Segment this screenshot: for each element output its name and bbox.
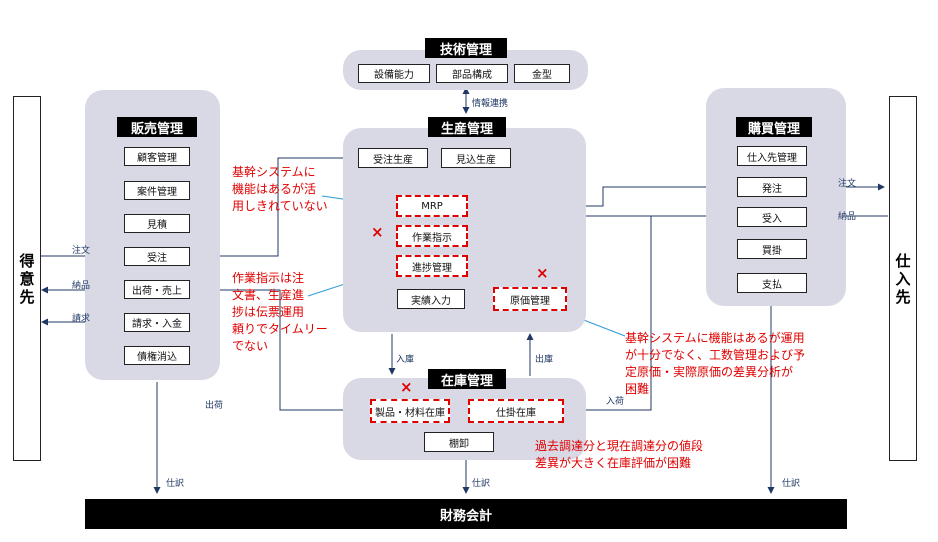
customer-side-box: 得 意 先: [13, 96, 41, 461]
journal-label-sales: 仕訳: [166, 479, 185, 489]
receiving-label: 入庫: [396, 355, 415, 365]
prod-mrp[interactable]: MRP: [396, 195, 468, 217]
note-work-order-line-2: 文書、生産進: [232, 288, 305, 302]
tech-item-equipment[interactable]: 設備能力: [358, 64, 430, 83]
info-link-label: 情報連携: [472, 99, 509, 109]
note-cost-line-3: 定原価・実際原価の差異分析が: [625, 365, 794, 379]
x-mark-inventory: ×: [400, 378, 413, 396]
purchase-panel-title: 購買管理: [736, 117, 812, 137]
tech-item-parts[interactable]: 部品構成: [436, 64, 508, 83]
finance-title: 財務会計: [439, 508, 492, 524]
receiving2-label: 入荷: [606, 397, 625, 407]
note-work-order-line-5: でない: [232, 339, 269, 353]
purchase-item-order[interactable]: 発注: [737, 177, 807, 197]
customer-char-1: 得: [19, 251, 35, 270]
delivery-out-label: 納品: [72, 281, 91, 291]
note-cost-line-2: が十分でなく、工数管理および予: [625, 348, 806, 362]
order-out-label: 注文: [838, 179, 857, 189]
customer-char-2: 意: [19, 269, 35, 288]
prod-forecast-production[interactable]: 見込生産: [441, 148, 511, 168]
inventory-panel-title: 在庫管理: [428, 369, 506, 389]
note-mrp-line-2: 機能はあるが活: [232, 182, 317, 196]
purchase-item-payment[interactable]: 支払: [737, 273, 807, 293]
inv-wip[interactable]: 仕掛在庫: [468, 399, 564, 423]
issuing-label: 出庫: [535, 355, 554, 365]
note-cost-line-1: 基幹システムに機能はあるが運用: [625, 331, 805, 345]
note-cost: 基幹システムに機能はあるが運用 が十分でなく、工数管理および予 定原価・実際原価…: [625, 330, 805, 398]
shipping-label: 出荷: [205, 401, 224, 411]
sales-item-customer[interactable]: 顧客管理: [124, 147, 190, 166]
prod-actual-input[interactable]: 実績入力: [397, 289, 465, 309]
supplier-char-1: 仕: [895, 251, 911, 270]
inv-stocktake[interactable]: 棚卸: [424, 432, 494, 452]
prod-work-order[interactable]: 作業指示: [396, 225, 468, 247]
journal-label-inventory: 仕訳: [472, 479, 491, 489]
note-inventory: 過去調達分と現在調達分の値段 差異が大きく在庫評価が困難: [535, 438, 703, 472]
prod-progress[interactable]: 進捗管理: [396, 255, 468, 277]
inv-products-materials[interactable]: 製品・材料在庫: [370, 399, 450, 423]
purchase-item-receive[interactable]: 受入: [737, 207, 807, 227]
note-mrp: 基幹システムに 機能はあるが活 用しきれていない: [232, 164, 328, 215]
x-mark-cost: ×: [536, 264, 549, 282]
note-work-order-line-1: 作業指示は注: [232, 271, 305, 285]
note-work-order: 作業指示は注 文書、生産進 捗は伝票運用 頼りでタイムリー でない: [232, 270, 328, 355]
prod-cost-management[interactable]: 原価管理: [493, 287, 567, 311]
prod-order-production[interactable]: 受注生産: [358, 148, 428, 168]
note-work-order-line-3: 捗は伝票運用: [232, 305, 305, 319]
sales-item-case[interactable]: 案件管理: [124, 181, 190, 200]
production-panel-title: 生産管理: [428, 117, 506, 137]
note-mrp-line-3: 用しきれていない: [232, 199, 328, 213]
supplier-char-3: 先: [895, 287, 911, 306]
sales-item-billing[interactable]: 請求・入金: [124, 313, 190, 332]
note-inventory-line-2: 差異が大きく在庫評価が困難: [535, 456, 692, 470]
purchase-item-supplier[interactable]: 仕入先管理: [737, 146, 807, 166]
sales-panel-title: 販売管理: [117, 117, 197, 137]
supplier-side-box: 仕 入 先: [889, 96, 917, 461]
x-mark-work-order: ×: [371, 223, 384, 241]
customer-char-3: 先: [19, 287, 35, 306]
supplier-char-2: 入: [895, 269, 911, 288]
delivery-in-label: 納品: [838, 212, 857, 222]
sales-item-receivable[interactable]: 債権消込: [124, 346, 190, 365]
finance-bar: 財務会計: [85, 499, 847, 529]
note-mrp-line-1: 基幹システムに: [232, 165, 316, 179]
tech-item-mold[interactable]: 金型: [514, 64, 570, 83]
sales-item-quote[interactable]: 見積: [124, 214, 190, 233]
invoice-out-label: 請求: [72, 314, 91, 324]
note-cost-line-4: 困難: [625, 382, 650, 396]
note-work-order-line-4: 頼りでタイムリー: [232, 322, 328, 336]
sales-item-order[interactable]: 受注: [124, 247, 190, 266]
tech-panel-title: 技術管理: [425, 38, 507, 58]
note-inventory-line-1: 過去調達分と現在調達分の値段: [535, 439, 704, 453]
sales-item-shipping[interactable]: 出荷・売上: [124, 280, 190, 299]
purchase-item-payable[interactable]: 買掛: [737, 239, 807, 259]
journal-label-purchase: 仕訳: [782, 479, 801, 489]
order-in-label: 注文: [72, 246, 91, 256]
